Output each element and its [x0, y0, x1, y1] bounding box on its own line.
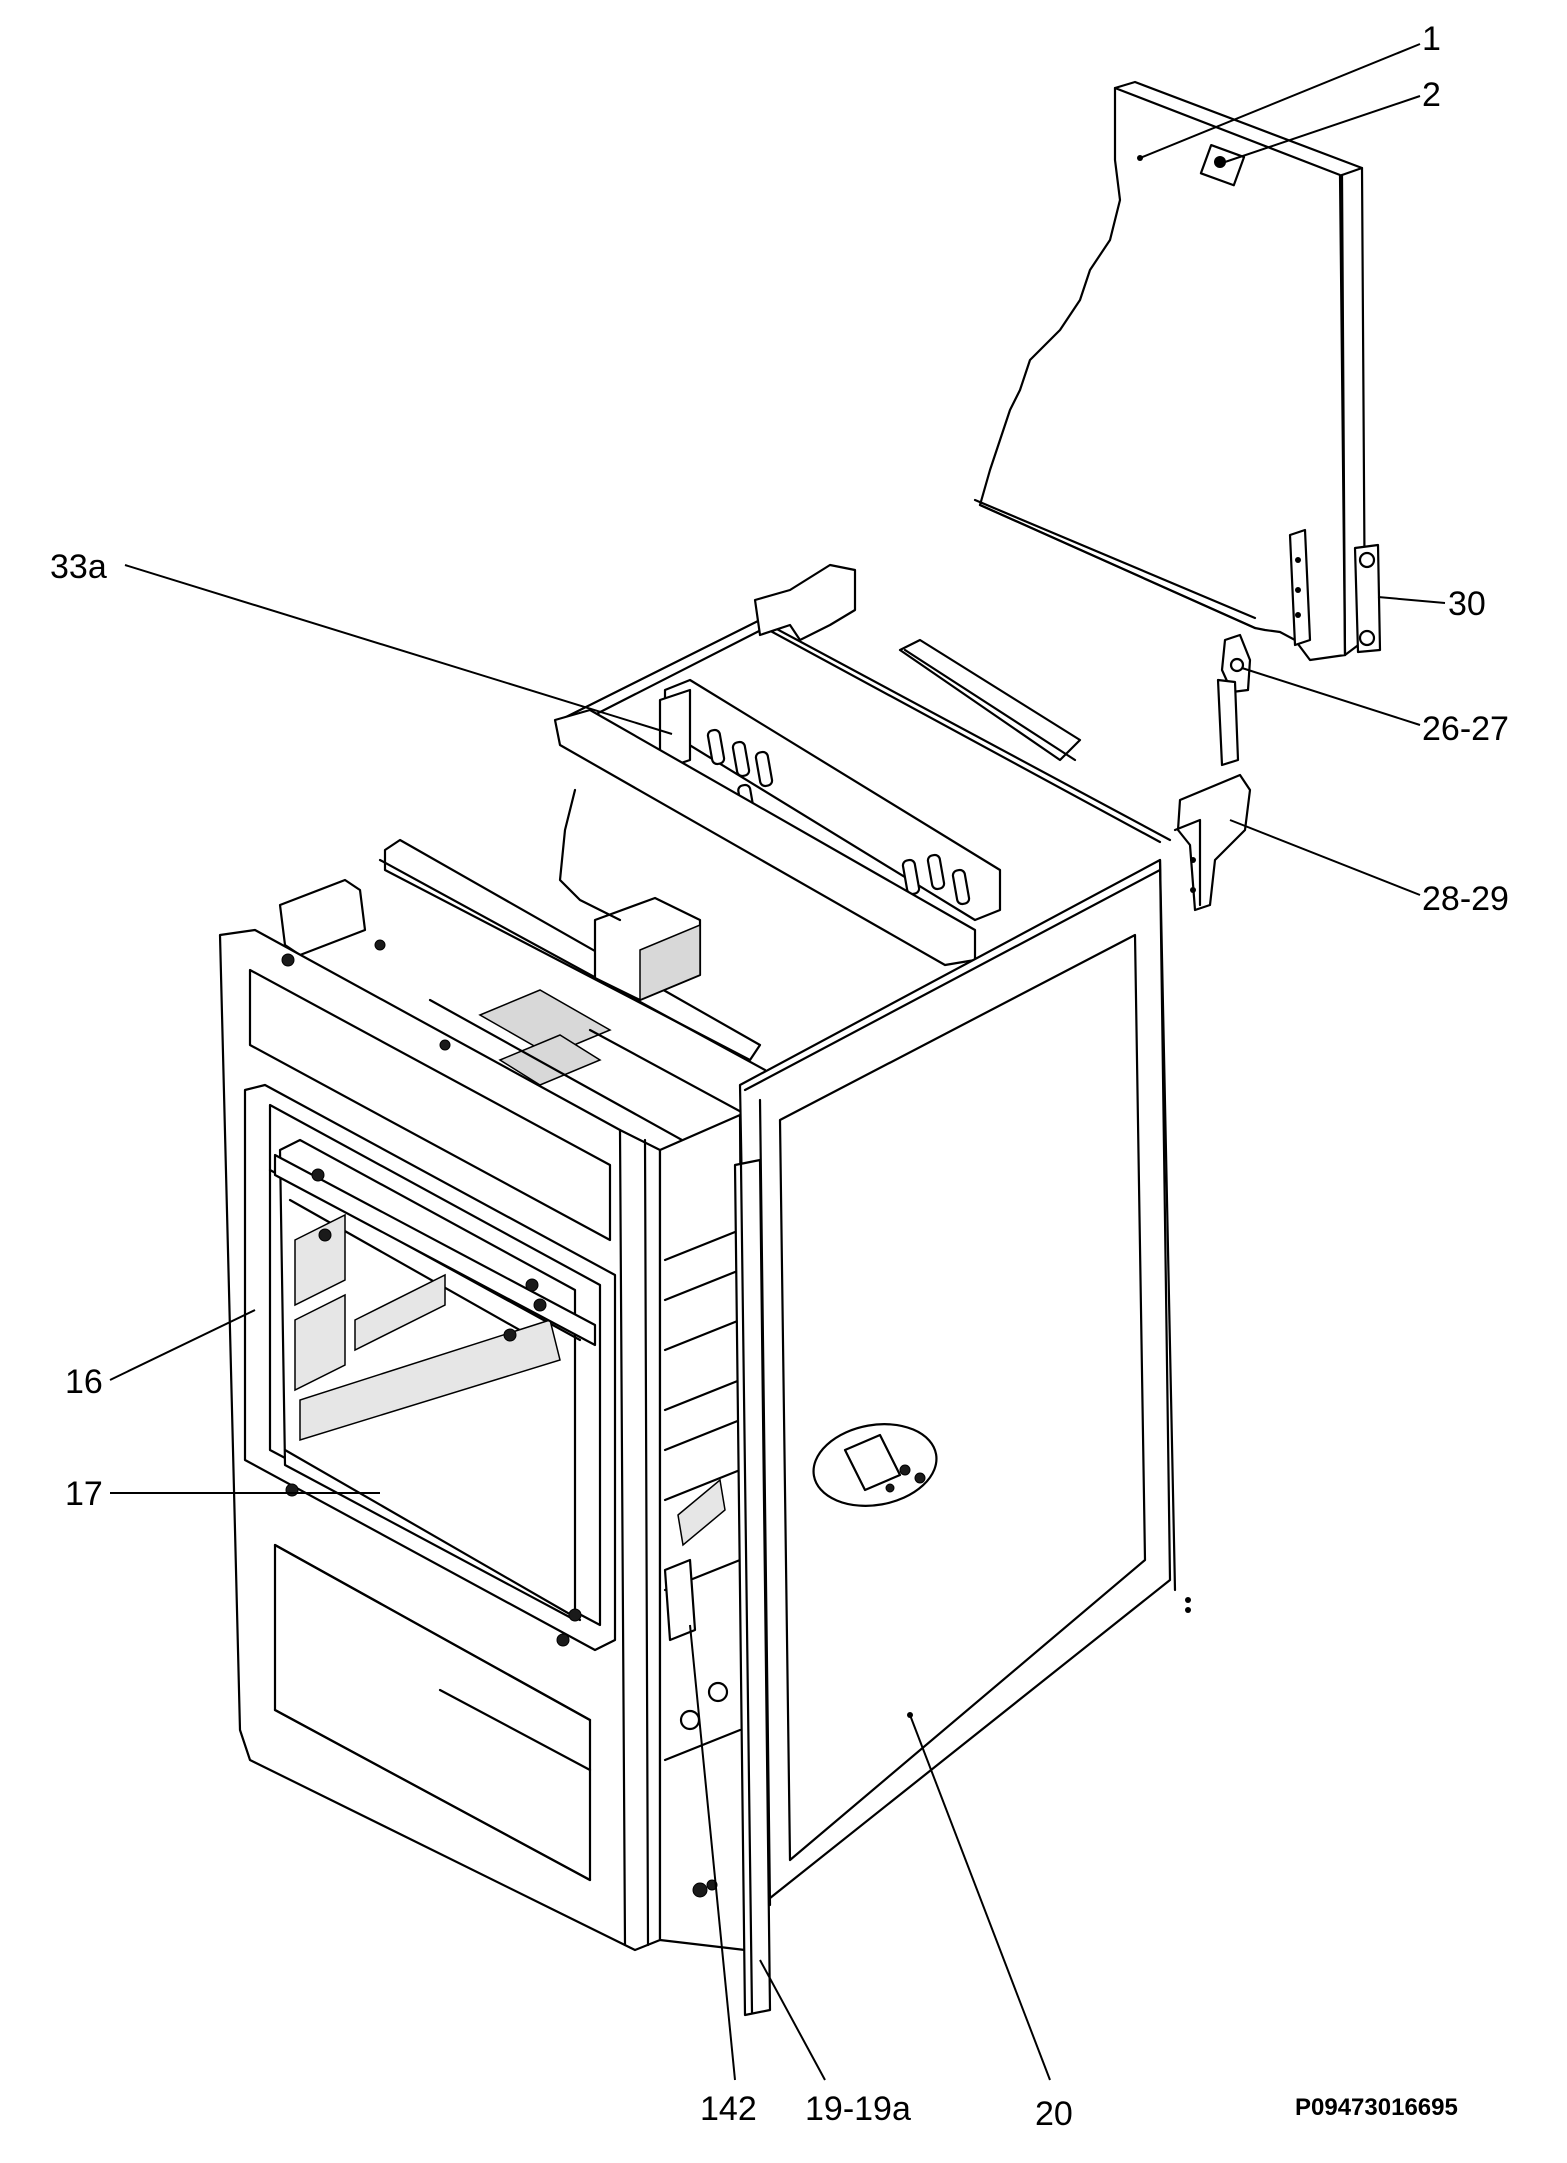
side-panel-part	[973, 80, 1382, 662]
callout-28-29: 28-29	[1422, 880, 1509, 918]
leader-33a	[124, 564, 673, 735]
leader-28-29	[1229, 819, 1421, 896]
oven-cabinet-frame	[218, 563, 1191, 2017]
leader-142	[689, 1624, 736, 2081]
leader-1	[1139, 43, 1421, 159]
callout-142: 142	[700, 2090, 757, 2128]
hinge-link-part	[1216, 633, 1252, 767]
leader-19-19a	[759, 1959, 826, 2081]
hinge-bracket-part	[1173, 773, 1252, 912]
callout-16: 16	[65, 1363, 103, 1401]
reference-code: P09473016695	[1295, 2094, 1458, 2121]
callout-1: 1	[1422, 20, 1441, 58]
callout-20: 20	[1035, 2095, 1073, 2133]
leader-26-27	[1241, 667, 1421, 726]
leader-lines	[109, 43, 1446, 2081]
leader-2	[1224, 95, 1421, 163]
callout-2: 2	[1422, 76, 1441, 114]
callout-labels: 1 2 30 26-27 28-29 33a 16 17 142 19-19a …	[50, 20, 1509, 2133]
leader-30	[1377, 596, 1446, 604]
callout-33a: 33a	[50, 548, 107, 586]
leader-20	[909, 1714, 1051, 2081]
callout-26-27: 26-27	[1422, 710, 1509, 748]
callout-30: 30	[1448, 585, 1486, 623]
leader-16	[109, 1309, 256, 1381]
callout-17: 17	[65, 1475, 103, 1513]
callout-19-19a: 19-19a	[805, 2090, 911, 2128]
